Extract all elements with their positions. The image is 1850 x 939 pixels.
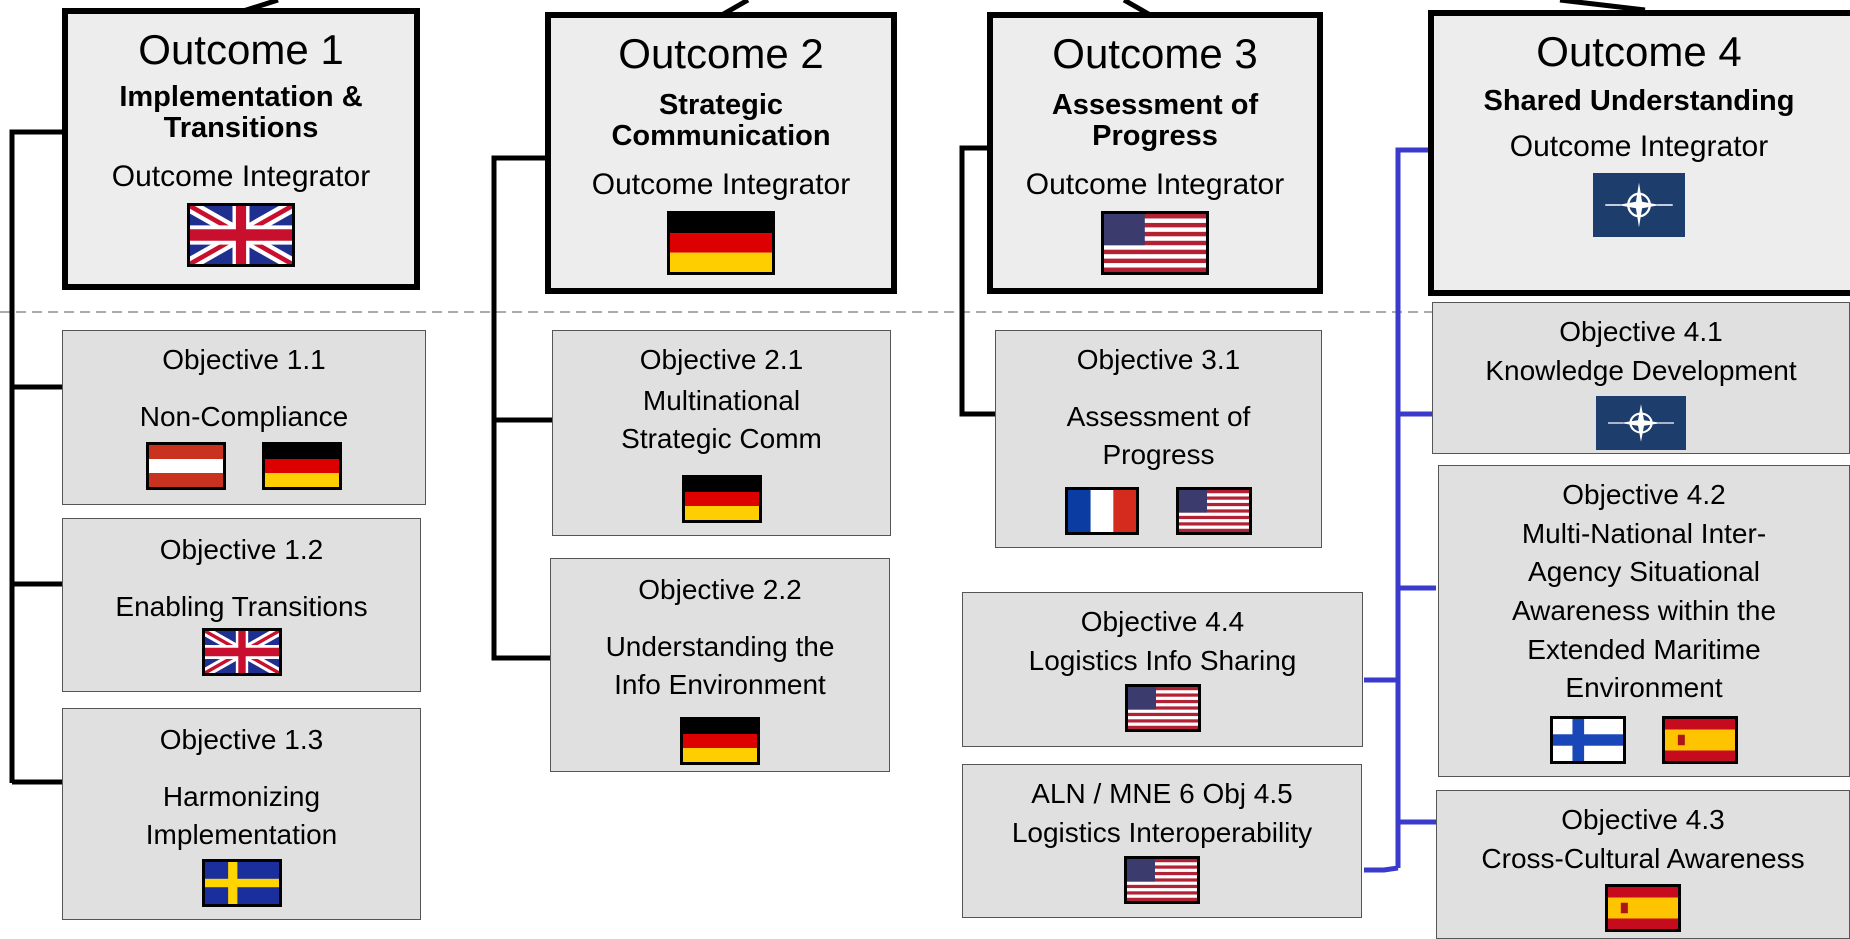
objective-4-1-box[interactable]: Objective 4.1 Knowledge Development <box>1432 302 1850 454</box>
objective-name: Cross-Cultural Awareness <box>1481 842 1805 874</box>
objective-name: Logistics Interoperability <box>1011 816 1313 848</box>
outcome4-connector <box>1395 147 1432 868</box>
austria-flag-icon <box>145 442 226 491</box>
sweden-flag-icon <box>201 858 282 907</box>
outcome-subtitle: Shared Understanding <box>1483 85 1795 118</box>
spain-flag-icon <box>1605 884 1681 933</box>
objective-4-4-box[interactable]: Objective 4.4 Logistics Info Sharing <box>962 592 1363 747</box>
outcome4-branch-5 <box>1364 865 1399 873</box>
objective-name-line: Progress <box>1102 439 1215 471</box>
usa-flag-icon <box>1124 684 1201 733</box>
outcome-4-box[interactable]: Outcome 4 Shared Understanding Outcome I… <box>1428 10 1850 296</box>
uk-flag-icon <box>187 202 295 267</box>
usa-flag-icon <box>1175 486 1252 535</box>
objective-title: Objective 2.1 <box>639 344 804 375</box>
objective-name-line: Extended Maritime <box>1527 633 1761 665</box>
outcome-integrator-label: Outcome Integrator <box>111 159 371 193</box>
objective-title: Objective 4.2 <box>1562 479 1726 510</box>
objective-title: Objective 1.2 <box>159 534 324 565</box>
outcome-1-box[interactable]: Outcome 1 Implementation & Transitions O… <box>62 8 420 290</box>
outcome-integrator-label: Outcome Integrator <box>1025 167 1285 201</box>
usa-flag-icon <box>1124 856 1200 905</box>
germany-flag-icon <box>262 442 343 491</box>
objective-name: Logistics Info Sharing <box>1028 644 1297 676</box>
nato-flag-icon <box>1596 396 1686 451</box>
france-flag-icon <box>1065 486 1140 535</box>
objective-1-1-box[interactable]: Objective 1.1 Non-Compliance <box>62 330 426 505</box>
outcome-subtitle: Assessment of Progress <box>1051 89 1259 153</box>
objective-name-line: Understanding the <box>605 630 835 662</box>
outcome1-connector <box>9 129 66 783</box>
objective-title: Objective 1.3 <box>159 724 324 755</box>
objective-title: Objective 3.1 <box>1076 344 1241 375</box>
germany-flag-icon <box>681 474 762 523</box>
objective-title: Objective 4.3 <box>1561 804 1725 835</box>
objective-1-2-box[interactable]: Objective 1.2 Enabling Transitions <box>62 518 421 692</box>
nato-flag-icon <box>1593 173 1685 238</box>
usa-flag-icon <box>1101 210 1209 275</box>
outcome2-connector <box>491 155 552 661</box>
outcome-subtitle: Implementation & Transitions <box>119 81 363 145</box>
objective-name: Non-Compliance <box>139 400 349 432</box>
objective-title: ALN / MNE 6 Obj 4.5 <box>1031 778 1293 809</box>
objective-1-3-box[interactable]: Objective 1.3 Harmonizing Implementation <box>62 708 421 920</box>
objective-title: Objective 4.4 <box>1080 606 1245 637</box>
objective-name-line: Awareness within the <box>1511 594 1777 626</box>
objective-4-3-box[interactable]: Objective 4.3 Cross-Cultural Awareness <box>1436 790 1850 939</box>
outcome-3-box[interactable]: Outcome 3 Assessment of Progress Outcome… <box>987 12 1323 294</box>
objective-name-line: Environment <box>1565 672 1723 704</box>
objective-name-line: Strategic Comm <box>621 423 822 455</box>
objective-name-line: Multi-National Inter- <box>1521 517 1767 549</box>
germany-flag-icon <box>667 210 775 275</box>
outcome-subtitle: Strategic Communication <box>611 89 831 153</box>
outcome-title: Outcome 4 <box>1536 28 1742 75</box>
objective-2-1-box[interactable]: Objective 2.1 Multinational Strategic Co… <box>552 330 891 536</box>
objective-4-5-box[interactable]: ALN / MNE 6 Obj 4.5 Logistics Interopera… <box>962 764 1362 918</box>
objective-title: Objective 2.2 <box>638 574 802 605</box>
objective-name-line: Agency Situational <box>1528 556 1760 588</box>
objective-3-1-box[interactable]: Objective 3.1 Assessment of Progress <box>995 330 1322 548</box>
spain-flag-icon <box>1662 715 1739 764</box>
objective-name: Enabling Transitions <box>115 590 368 622</box>
outcome-title: Outcome 1 <box>138 26 344 73</box>
objective-name-line: Implementation <box>145 819 338 851</box>
uk-flag-icon <box>201 628 282 677</box>
objective-name-line: Assessment of <box>1066 400 1251 432</box>
finland-flag-icon <box>1549 715 1626 764</box>
objective-name-line: Harmonizing <box>162 780 321 812</box>
outcome-integrator-label: Outcome Integrator <box>1509 130 1769 164</box>
outcome3-connector <box>959 145 996 417</box>
outcome-2-box[interactable]: Outcome 2 Strategic Communication Outcom… <box>545 12 897 294</box>
germany-flag-icon <box>680 716 760 765</box>
top-connector-4 <box>1559 0 1646 13</box>
objective-name-line: Info Environment <box>614 669 826 701</box>
objective-name-line: Multinational <box>642 384 801 416</box>
outcome-title: Outcome 3 <box>1052 30 1258 77</box>
objective-4-2-box[interactable]: Objective 4.2 Multi-National Inter- Agen… <box>1438 465 1850 777</box>
objective-2-2-box[interactable]: Objective 2.2 Understanding the Info Env… <box>550 558 890 772</box>
objective-title: Objective 4.1 <box>1559 316 1723 347</box>
objective-title: Objective 1.1 <box>162 344 326 375</box>
outcome-integrator-label: Outcome Integrator <box>591 167 851 201</box>
objective-name: Knowledge Development <box>1485 354 1797 386</box>
outcome-title: Outcome 2 <box>618 30 824 77</box>
